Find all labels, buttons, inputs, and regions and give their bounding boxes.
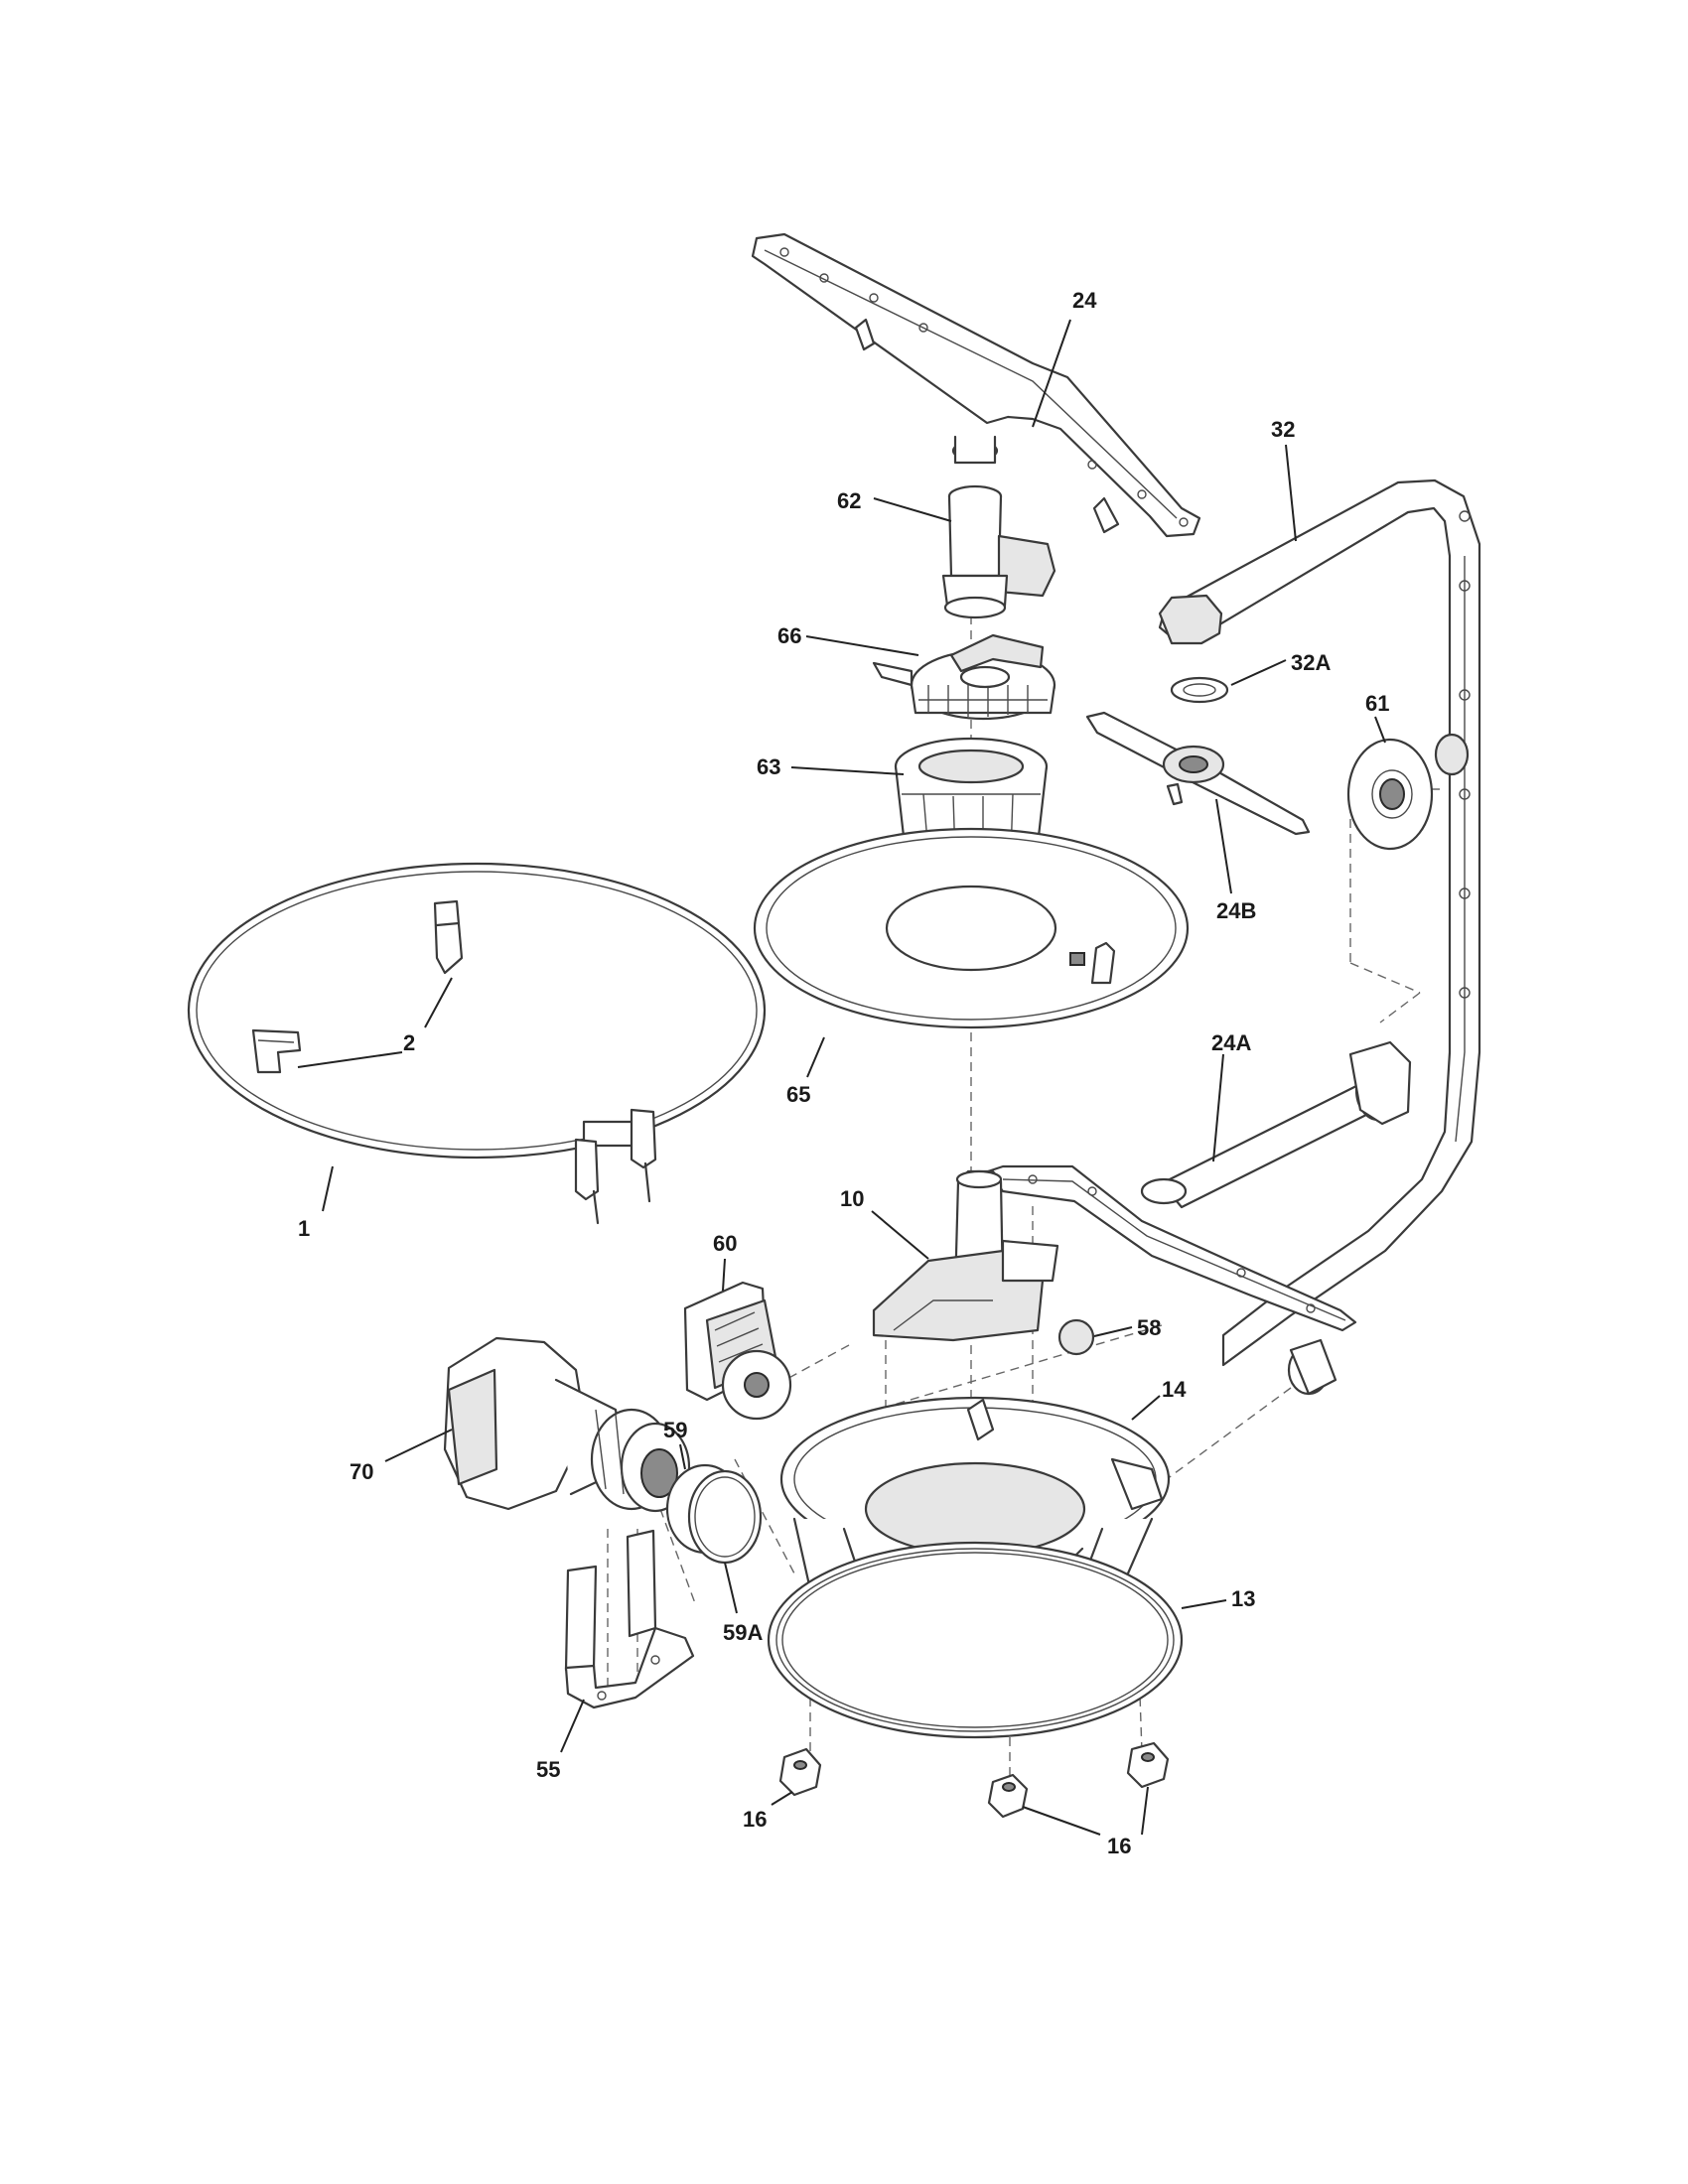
callout-60: 60 [713, 1231, 737, 1256]
callout-16-right: 16 [1107, 1834, 1131, 1858]
callout-59: 59 [663, 1418, 687, 1442]
seal-rings-part-59 [665, 1463, 763, 1565]
upper-spray-arm-part-24 [751, 232, 1201, 538]
callout-24: 24 [1072, 288, 1097, 313]
clips-part-2 [251, 899, 464, 1074]
heating-element-part-1 [187, 862, 767, 1225]
callout-70: 70 [350, 1459, 373, 1484]
pump-housing-part-10 [872, 1169, 1059, 1342]
bracket-part-55 [564, 1529, 695, 1709]
middle-spray-arm-part-24B [1085, 711, 1311, 836]
drain-pump-part-60 [683, 1281, 792, 1421]
seal-ring-part-32A [1170, 676, 1229, 704]
gasket-part-13 [767, 1541, 1184, 1739]
callout-14: 14 [1162, 1377, 1187, 1402]
mounting-clip-16-left [778, 1747, 822, 1797]
lower-spray-arm-part-24A [986, 1040, 1412, 1332]
circulation-motor-part-70 [443, 1336, 691, 1513]
callout-10: 10 [840, 1186, 864, 1211]
ball-part-58 [1057, 1318, 1095, 1356]
filter-screen-part-65 [753, 827, 1190, 1029]
callout-24B: 24B [1216, 898, 1256, 923]
callout-58: 58 [1137, 1315, 1161, 1340]
callout-16-left: 16 [743, 1807, 767, 1832]
callout-65: 65 [786, 1082, 810, 1107]
callout-55: 55 [536, 1757, 560, 1782]
callout-66: 66 [777, 623, 801, 648]
mounting-clip-16-right [1126, 1741, 1170, 1789]
callout-32A: 32A [1291, 650, 1331, 675]
callout-2: 2 [403, 1030, 415, 1055]
mounting-clip-16-center [987, 1773, 1029, 1819]
callout-62: 62 [837, 488, 861, 513]
callout-61: 61 [1365, 691, 1389, 716]
diverter-gear-part-66 [872, 633, 1056, 721]
spray-arm-mount-part-62 [941, 484, 1056, 619]
callout-63: 63 [757, 754, 780, 779]
leader-lines [297, 319, 1386, 1836]
callout-13: 13 [1231, 1586, 1255, 1611]
callout-24A: 24A [1211, 1030, 1251, 1055]
supply-tube-part-32 [1158, 478, 1481, 1396]
callout-32: 32 [1271, 417, 1295, 442]
callout-labels: 24 32 62 66 32A 61 63 24B 2 24A 65 1 10 … [298, 288, 1389, 1858]
callout-59A: 59A [723, 1620, 763, 1645]
disc-part-61 [1346, 738, 1434, 851]
callout-1: 1 [298, 1216, 310, 1241]
